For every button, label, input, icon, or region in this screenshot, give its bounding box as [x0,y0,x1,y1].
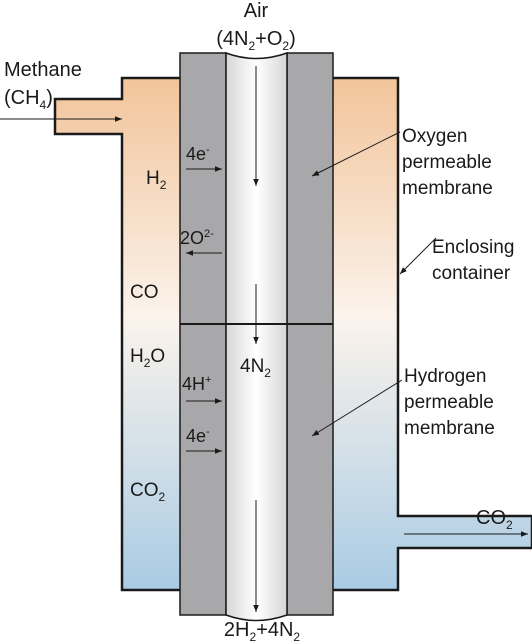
methane-label: Methane [4,59,82,81]
oxygen-membrane-leader [311,131,401,177]
species-co2: CO2 [130,480,166,504]
hydrogen-membrane-leader [311,379,403,437]
electron-label-upper: 4e- [186,144,210,164]
electron-label-lower: 4e- [186,426,210,446]
oxide-label: 2O2- [180,228,214,248]
species-h2o: H2O [130,346,165,370]
hydrogen-membrane-label: Hydrogen permeable membrane [404,366,499,439]
proton-label: 4H+ [182,374,211,394]
membrane-right [286,52,334,616]
container-label: Enclosing container [432,237,520,284]
species-co: CO [130,282,159,303]
air-label: Air [244,0,269,22]
nitrogen-label: 4N2 [240,356,271,380]
air-formula: (4N2+O2) [216,28,296,53]
oxygen-membrane-label: Oxygen permeable membrane [402,126,497,199]
methane-formula: (CH4) [4,87,53,112]
species-h2: H2 [146,168,167,192]
co2-outlet-label: CO2 [476,507,513,532]
container-leader [399,237,437,275]
membrane-left [179,52,227,616]
product-formula: 2H2+4N2 [224,619,301,644]
